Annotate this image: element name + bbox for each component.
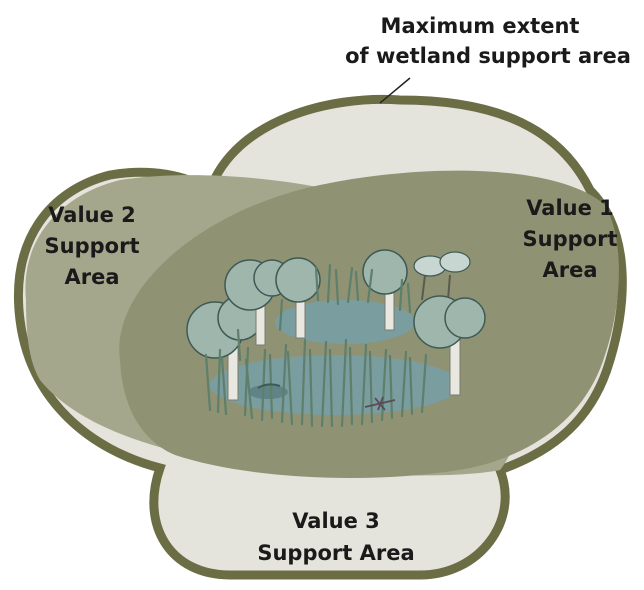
- value-1-label-line-1: Value 1: [526, 196, 614, 220]
- value-3-label-line-2: Support Area: [257, 541, 414, 565]
- value-1-label-line-2: Support: [523, 227, 618, 251]
- callout-line-1: Maximum extent: [381, 14, 580, 38]
- callout-line-2: of wetland support area: [345, 44, 631, 68]
- value-2-label-line-3: Area: [64, 265, 119, 289]
- value-1-label-line-3: Area: [542, 258, 597, 282]
- value-2-label-line-1: Value 2: [48, 203, 136, 227]
- value-3-label-line-1: Value 3: [292, 509, 380, 533]
- water-pond-small: [248, 385, 288, 399]
- value-2-label-line-2: Support: [45, 234, 140, 258]
